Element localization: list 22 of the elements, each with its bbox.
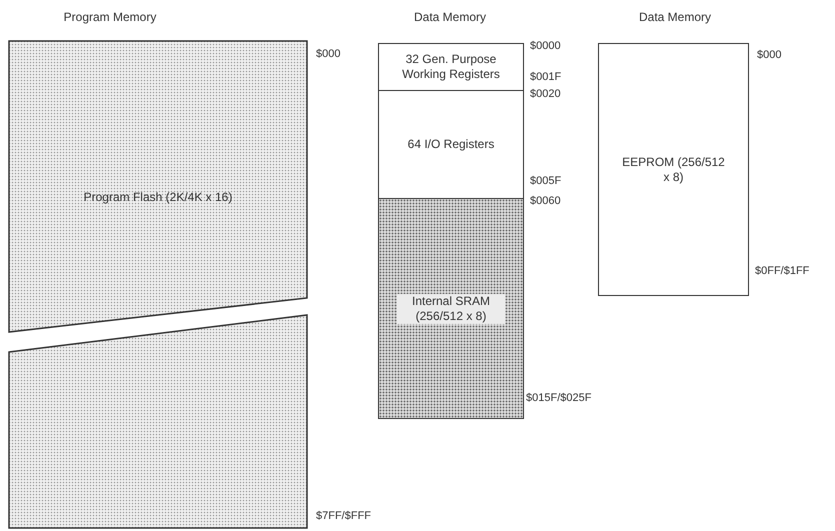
memory-block <box>378 198 524 419</box>
address-label: $7FF/$FFF <box>316 510 372 522</box>
region-label: EEPROM (256/512 x 8) <box>621 154 726 184</box>
column-heading: Data Memory <box>414 10 486 24</box>
address-label: $0FF/$1FF <box>755 265 810 277</box>
column-heading: Program Memory <box>64 10 156 24</box>
address-label: $000 <box>316 48 340 60</box>
region-label: 32 Gen. Purpose Working Registers <box>401 52 501 82</box>
column-heading: Data Memory <box>638 10 712 24</box>
address-label: $015F/$025F <box>526 392 592 404</box>
memory-block <box>598 43 749 296</box>
address-label: $005F <box>530 175 562 187</box>
address-label: $001F <box>530 71 562 83</box>
region-label: Program Flash (2K/4K x 16) <box>82 190 234 205</box>
region-label: 64 I/O Registers <box>406 137 496 152</box>
address-label: $0060 <box>530 195 561 207</box>
address-label: $000 <box>757 49 782 61</box>
address-label: $0000 <box>530 40 561 52</box>
address-label: $0020 <box>530 88 561 100</box>
region-label: Internal SRAM (256/512 x 8) <box>397 294 505 324</box>
memory-block <box>378 43 524 91</box>
memory-block <box>8 40 308 529</box>
